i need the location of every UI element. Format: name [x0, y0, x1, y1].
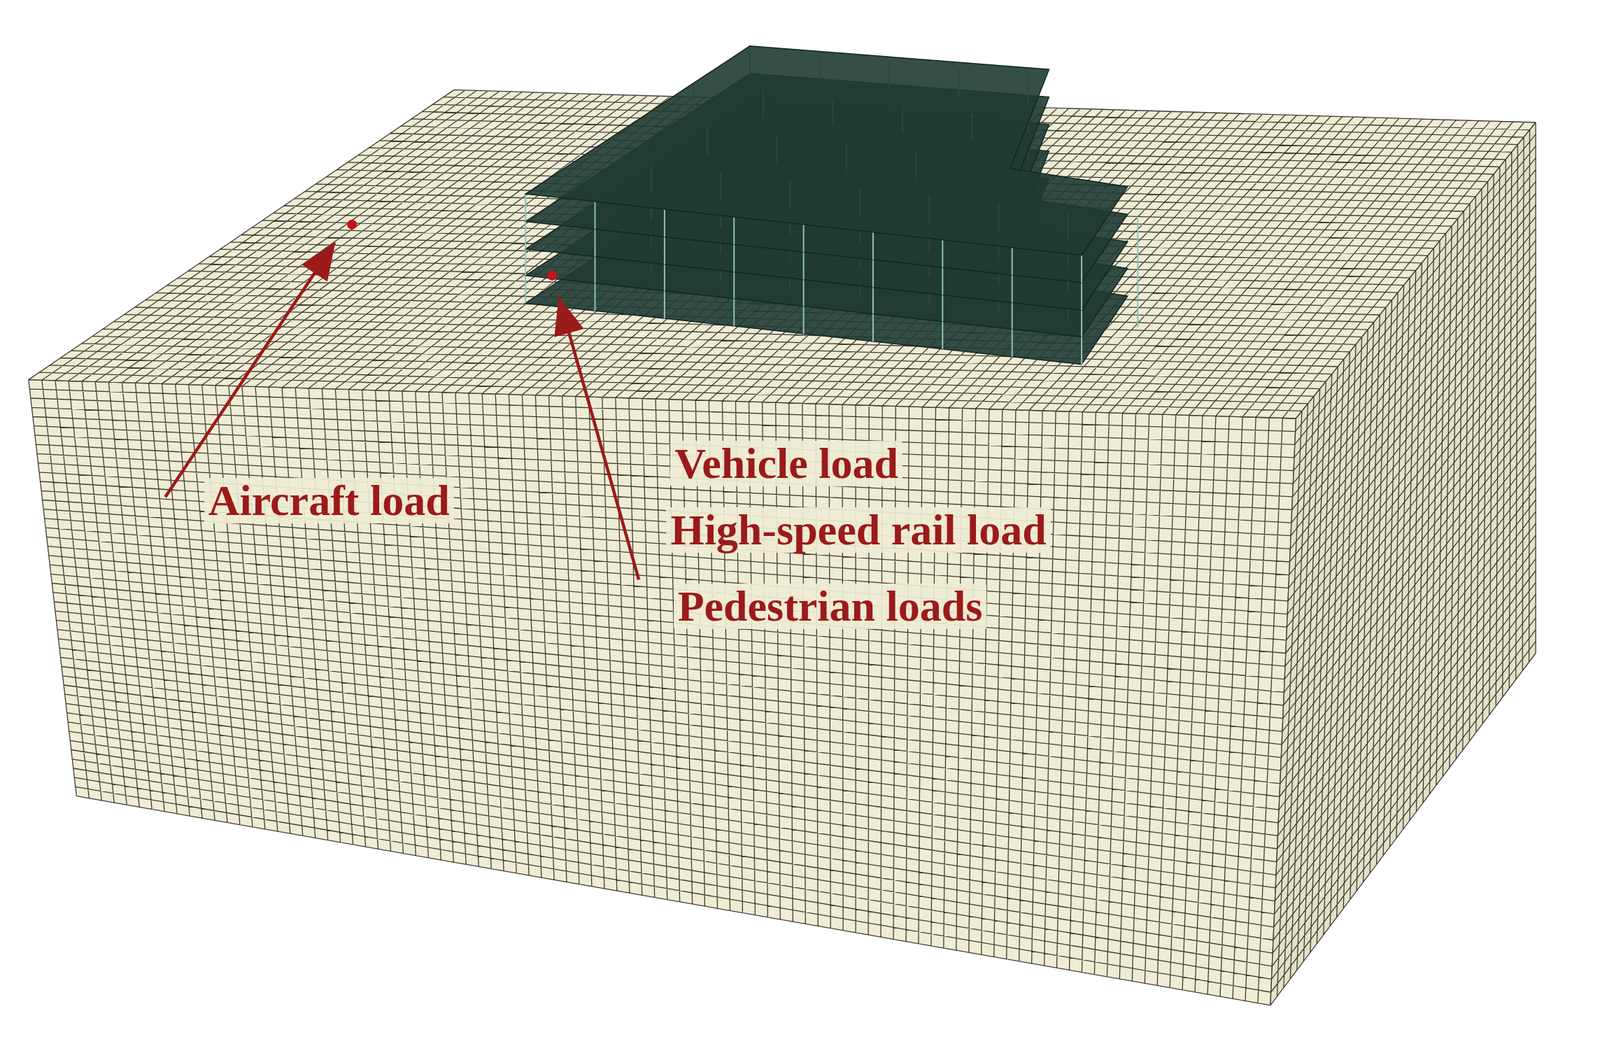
column: [803, 224, 805, 252]
column: [733, 272, 735, 299]
column: [663, 209, 666, 237]
column: [1011, 247, 1014, 275]
load-point: [347, 219, 357, 230]
column: [1136, 299, 1139, 327]
column: [1080, 309, 1083, 337]
load-label: Aircraft load: [204, 477, 455, 524]
column: [594, 201, 597, 229]
column: [941, 321, 944, 349]
column: [803, 279, 805, 307]
column: [1080, 255, 1083, 283]
column: [941, 267, 944, 295]
side-face-grid: [1270, 122, 1536, 1006]
column: [524, 275, 527, 303]
column: [594, 283, 597, 311]
front-face: [28, 379, 1297, 1006]
leader-arrow: [558, 298, 639, 580]
column: [941, 295, 944, 322]
column: [1136, 218, 1139, 246]
column: [872, 232, 874, 260]
column: [524, 249, 527, 276]
load-label: Vehicle load: [670, 440, 903, 487]
load-label: Pedestrian loads: [673, 583, 988, 629]
column: [1011, 328, 1014, 357]
column: [733, 298, 735, 327]
column: [663, 236, 666, 264]
column: [1136, 273, 1139, 301]
load-point: [547, 270, 557, 281]
column: [594, 228, 597, 257]
column: [663, 264, 666, 292]
column: [524, 221, 527, 250]
leader-arrow: [165, 242, 335, 497]
building-model: [525, 46, 1138, 365]
column: [872, 287, 874, 315]
load-label: High-speed rail load: [666, 507, 1051, 553]
floor-slab: [525, 46, 1128, 256]
column: [872, 259, 874, 287]
column: [1080, 282, 1083, 310]
column: [524, 193, 527, 222]
column: [1011, 302, 1014, 329]
side-face-fill: [1270, 122, 1536, 1006]
column: [1136, 245, 1139, 273]
column: [663, 291, 666, 319]
column: [803, 251, 805, 280]
side-face: [1270, 122, 1536, 1006]
column: [872, 314, 874, 342]
column: [1011, 274, 1014, 303]
column: [733, 216, 735, 245]
column: [594, 256, 597, 284]
column: [1080, 336, 1083, 364]
column: [803, 306, 805, 334]
column: [941, 239, 944, 268]
front-face-grid: [28, 379, 1297, 1006]
load-markers: [165, 219, 639, 580]
front-face-fill: [28, 379, 1297, 1006]
column: [733, 244, 735, 272]
